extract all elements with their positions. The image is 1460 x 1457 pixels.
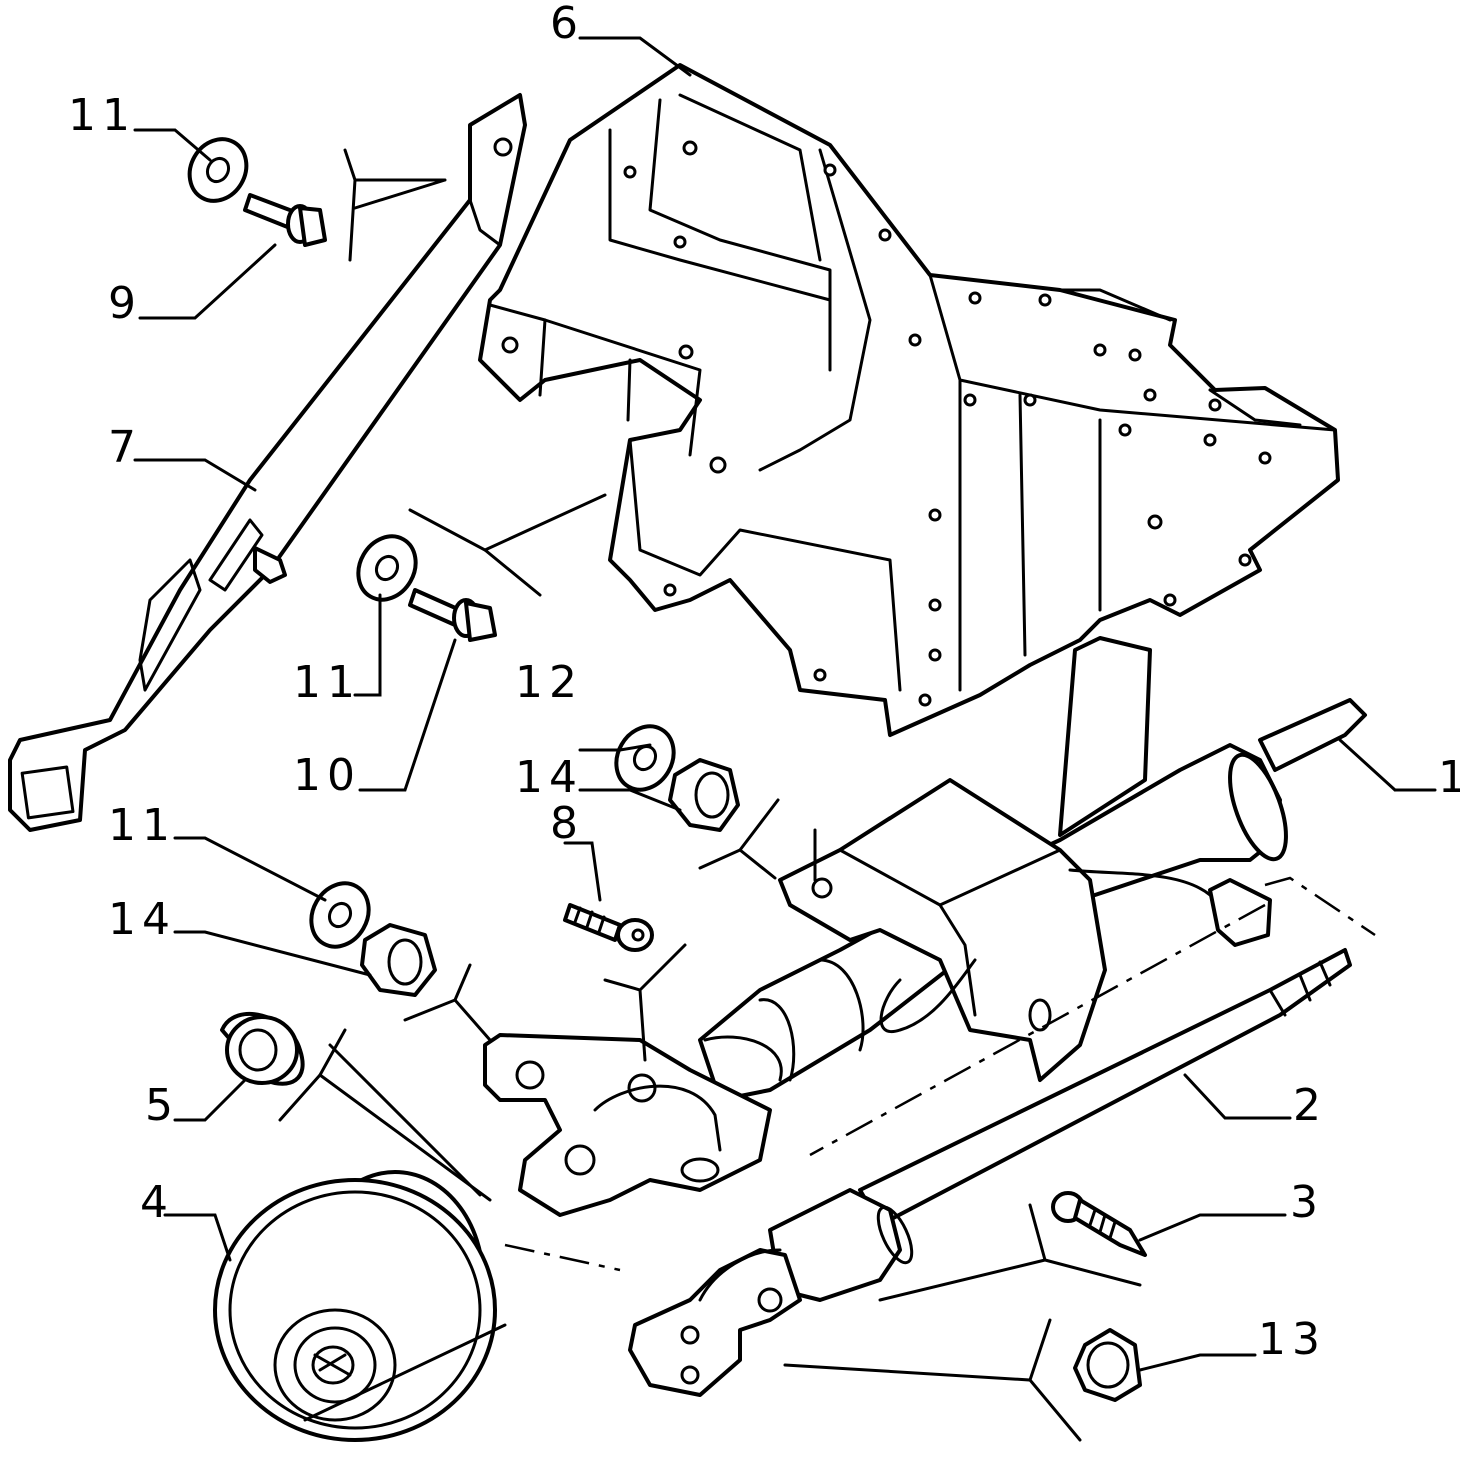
part-1-steering-column: [483, 636, 1367, 1217]
part-4-horn-hub: [213, 1170, 497, 1442]
callout-2: 2: [1293, 1080, 1327, 1131]
callout-13: 13: [1258, 1314, 1326, 1365]
callout-8: 8: [550, 798, 584, 849]
part-12-washer: [614, 724, 676, 792]
part-13-nut: [1073, 1328, 1142, 1402]
part-2-intermediate-shaft: [628, 948, 1352, 1397]
callout-11-top: 11: [68, 90, 136, 141]
callout-11-middle: 11: [293, 657, 361, 708]
callout-4: 4: [140, 1177, 174, 1228]
part-10-bolt: [408, 588, 497, 642]
callout-7: 7: [108, 422, 142, 473]
callout-numbers: 1 2 3 4 5 6 7 8 9 10 11 11 11 12 13 14 1…: [68, 0, 1460, 1365]
part-11-washer-b: [356, 534, 418, 602]
callout-10: 10: [293, 750, 361, 801]
part-11-washer-a: [187, 137, 249, 203]
assembly-indicator-lines: [278, 148, 1376, 1442]
part-6-support-bracket: [478, 63, 1340, 737]
part-3-screw: [1051, 1191, 1147, 1257]
callout-1: 1: [1438, 752, 1460, 803]
callout-6: 6: [550, 0, 584, 49]
callout-11-lower: 11: [108, 800, 176, 851]
callout-14-upper: 14: [515, 752, 583, 803]
part-7-brace-bar: [8, 93, 527, 832]
part-9-bolt: [243, 193, 327, 247]
callout-5: 5: [145, 1080, 179, 1131]
callout-9: 9: [108, 278, 142, 329]
callout-leaders: [133, 36, 1437, 1372]
part-14-nut-b: [360, 923, 437, 997]
callout-3: 3: [1290, 1177, 1324, 1228]
callout-12: 12: [515, 657, 583, 708]
part-8-bolt: [563, 903, 654, 952]
part-14-nut-a: [668, 758, 740, 832]
callout-14-lower: 14: [108, 894, 176, 945]
part-5-bush-ring: [220, 1012, 305, 1086]
